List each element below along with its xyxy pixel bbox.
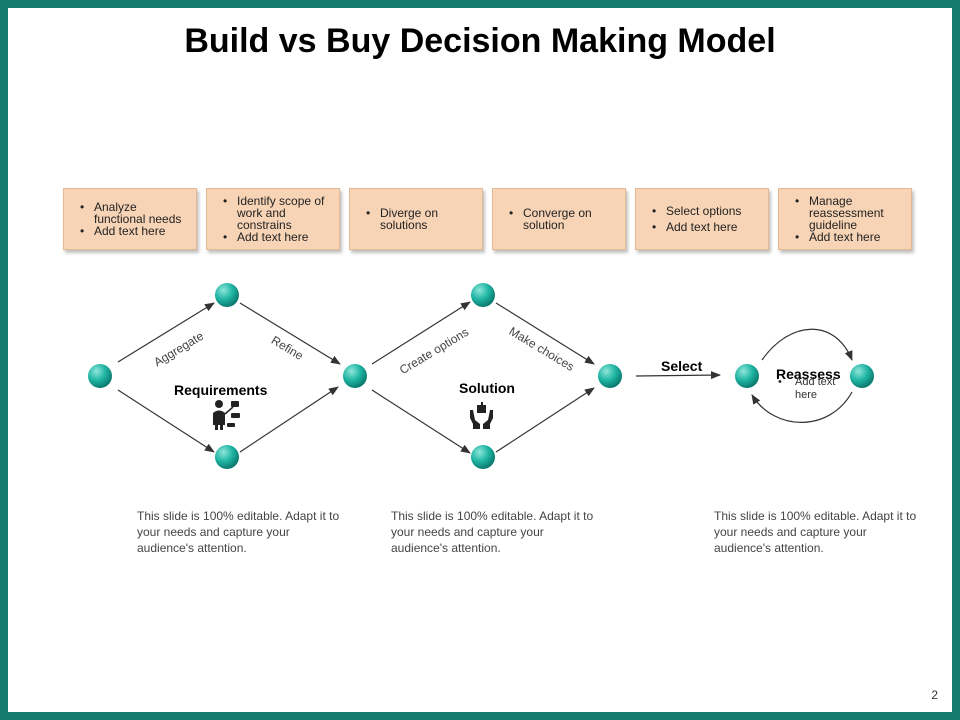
box-bullet: Identify scope of work and constrains: [215, 195, 333, 231]
node-reassess-left: [735, 364, 759, 388]
step-box-1: Analyze functional needs Add text here: [63, 188, 197, 250]
arrow-refine: [239, 302, 341, 365]
flow-diagram: [88, 283, 874, 469]
stage-label-select: Select: [661, 358, 703, 374]
arrow-make-choices: [495, 302, 595, 365]
arrow-select: [635, 371, 721, 380]
presenter-icon: [213, 400, 240, 430]
arrow-sol-up: [495, 387, 595, 453]
arrow-aggregate: [117, 302, 215, 363]
arrow-reassess-bottom: [751, 391, 853, 423]
box-bullet: Diverge on solutions: [358, 207, 476, 231]
node-requirements-end: [343, 364, 367, 388]
step-box-5: Select options Add text here: [635, 188, 769, 250]
stage-label-solution: Solution: [459, 380, 515, 396]
stage-label-reassess: Reassess: [776, 366, 841, 382]
box-bullet: Add text here: [72, 225, 190, 237]
arrow-req-down: [117, 389, 215, 453]
node-create-options: [471, 283, 495, 307]
arrow-req-up: [239, 386, 339, 453]
step-box-2: Identify scope of work and constrains Ad…: [206, 188, 340, 250]
box-bullet: Add text here: [215, 231, 333, 243]
node-req-bottom: [215, 445, 239, 469]
description-text: This slide is 100% editable. Adapt it to…: [714, 509, 917, 555]
step-box-4: Converge on solution: [492, 188, 626, 250]
step-box-3: Diverge on solutions: [349, 188, 483, 250]
node-start: [88, 364, 112, 388]
node-reassess-right: [850, 364, 874, 388]
bullet-dot: •: [778, 376, 782, 388]
box-bullet: Converge on solution: [501, 207, 619, 231]
reassess-bullet-text: Add text here: [795, 376, 836, 401]
step-box-6: Manage reassessment guideline Add text h…: [778, 188, 912, 250]
page-number: 2: [931, 688, 938, 702]
box-bullet: Add text here: [787, 231, 905, 243]
box-bullet: Select options: [644, 205, 762, 217]
node-solution-end: [598, 364, 622, 388]
node-aggregate: [215, 283, 239, 307]
hands-holding-box-icon: [470, 402, 493, 429]
arrow-create-options: [371, 301, 471, 365]
arrow-sol-down: [371, 389, 471, 454]
box-bullet: Manage reassessment guideline: [787, 195, 905, 231]
stage-label-requirements: Requirements: [174, 382, 268, 398]
reassess-bullet: • Add text here: [778, 376, 838, 402]
box-bullet: Analyze functional needs: [72, 201, 190, 225]
description-text: This slide is 100% editable. Adapt it to…: [391, 509, 594, 555]
page-title: Build vs Buy Decision Making Model: [184, 22, 776, 60]
node-sol-bottom: [471, 445, 495, 469]
box-bullet: Add text here: [644, 221, 762, 233]
arrow-reassess-top: [761, 328, 853, 361]
description-text: This slide is 100% editable. Adapt it to…: [137, 509, 340, 555]
